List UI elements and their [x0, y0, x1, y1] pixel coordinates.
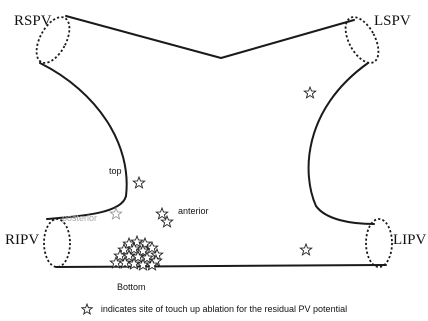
- atrium-left-wall: [309, 63, 374, 224]
- lipv-ostium: [366, 219, 392, 267]
- ablation-star-icon: [300, 244, 311, 255]
- atrium-bottom-edge: [56, 265, 386, 267]
- lspv-label: LSPV: [374, 13, 411, 29]
- lipv-label: LIPV: [393, 232, 427, 248]
- ablation-star-icon: [304, 87, 315, 98]
- top-label: top: [109, 166, 122, 176]
- rspv-label: RSPV: [14, 13, 52, 29]
- posterior-label: posterior: [62, 213, 97, 223]
- anterior-label: anterior: [178, 206, 209, 216]
- ablation-sites: [110, 87, 315, 270]
- ablation-star-icon: [156, 208, 167, 219]
- bottom-label: Bottom: [117, 282, 146, 292]
- ablation-star-icon: [133, 177, 144, 188]
- ripv-label: RIPV: [5, 232, 39, 248]
- atrium-right-wall: [40, 63, 127, 219]
- atrium-top-edge: [66, 16, 354, 58]
- legend-text: indicates site of touch up ablation for …: [101, 304, 347, 314]
- star-icon: [81, 303, 93, 315]
- legend: indicates site of touch up ablation for …: [0, 300, 428, 318]
- ripv-ostium: [44, 219, 70, 267]
